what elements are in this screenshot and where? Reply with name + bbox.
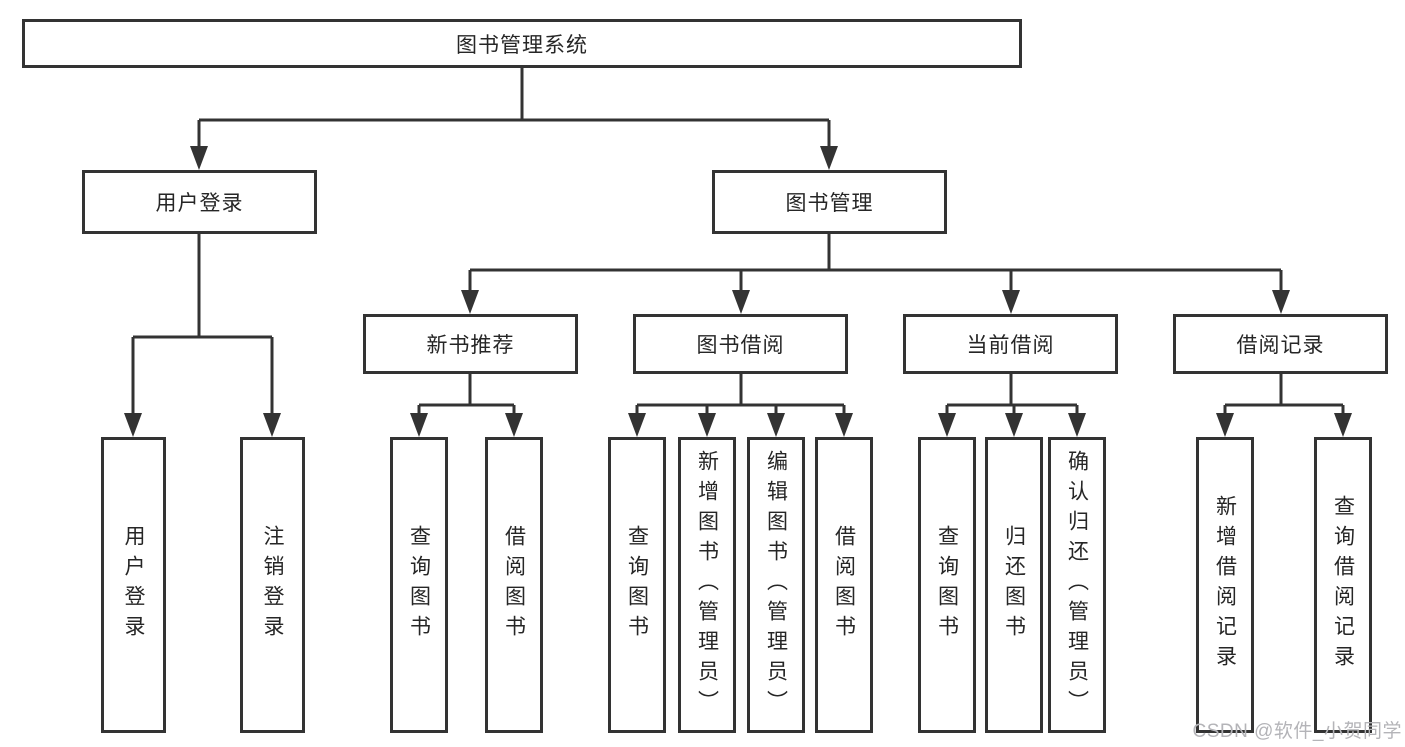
leaf-label: 查询借阅记录: [1331, 495, 1355, 675]
node-label: 图书管理系统: [456, 33, 588, 57]
node-borrowing-records: 借阅记录: [1173, 314, 1388, 374]
leaf-label: 新增图书（管理员）: [695, 450, 719, 720]
leaf-label: 注销登录: [261, 525, 284, 645]
node-user-login: 用户登录: [82, 170, 317, 234]
leaf-query-books-recommend: 查询图书: [390, 437, 448, 733]
csdn-watermark: CSDN @软件_小贺同学: [1192, 721, 1402, 742]
node-label: 借阅记录: [1236, 334, 1325, 357]
leaf-add-borrow-record: 新增借阅记录: [1196, 437, 1254, 733]
leaf-label: 借阅图书: [502, 525, 526, 645]
leaf-label: 确认归还（管理员）: [1065, 450, 1089, 720]
leaf-logout: 注销登录: [240, 437, 305, 733]
node-label: 图书管理: [785, 192, 874, 215]
leaf-query-books-current: 查询图书: [918, 437, 976, 733]
leaf-label: 查询图书: [407, 525, 431, 645]
node-book-management: 图书管理: [712, 170, 947, 234]
node-label: 图书借阅: [696, 334, 785, 357]
leaf-label: 查询图书: [625, 525, 649, 645]
leaf-query-books-borrow: 查询图书: [608, 437, 666, 733]
node-new-book-recommendation: 新书推荐: [363, 314, 578, 374]
leaf-label: 查询图书: [935, 525, 959, 645]
leaf-user-login: 用户登录: [101, 437, 166, 733]
leaf-borrow-books: 借阅图书: [815, 437, 873, 733]
leaf-add-books-admin: 新增图书（管理员）: [678, 437, 736, 733]
leaf-query-borrow-record: 查询借阅记录: [1314, 437, 1372, 733]
node-label: 当前借阅: [966, 334, 1055, 357]
node-label: 新书推荐: [426, 334, 515, 357]
leaf-return-books: 归还图书: [985, 437, 1043, 733]
leaf-borrow-books-recommend: 借阅图书: [485, 437, 543, 733]
leaf-label: 新增借阅记录: [1213, 495, 1237, 675]
leaf-label: 归还图书: [1002, 525, 1026, 645]
leaf-confirm-return-admin: 确认归还（管理员）: [1048, 437, 1106, 733]
node-current-borrowing: 当前借阅: [903, 314, 1118, 374]
node-library-management-system: 图书管理系统: [22, 19, 1022, 68]
leaf-edit-books-admin: 编辑图书（管理员）: [747, 437, 805, 733]
leaf-label: 用户登录: [122, 525, 145, 645]
leaf-label: 编辑图书（管理员）: [764, 450, 788, 720]
node-label: 用户登录: [155, 192, 244, 215]
node-book-borrowing: 图书借阅: [633, 314, 848, 374]
leaf-label: 借阅图书: [832, 525, 856, 645]
